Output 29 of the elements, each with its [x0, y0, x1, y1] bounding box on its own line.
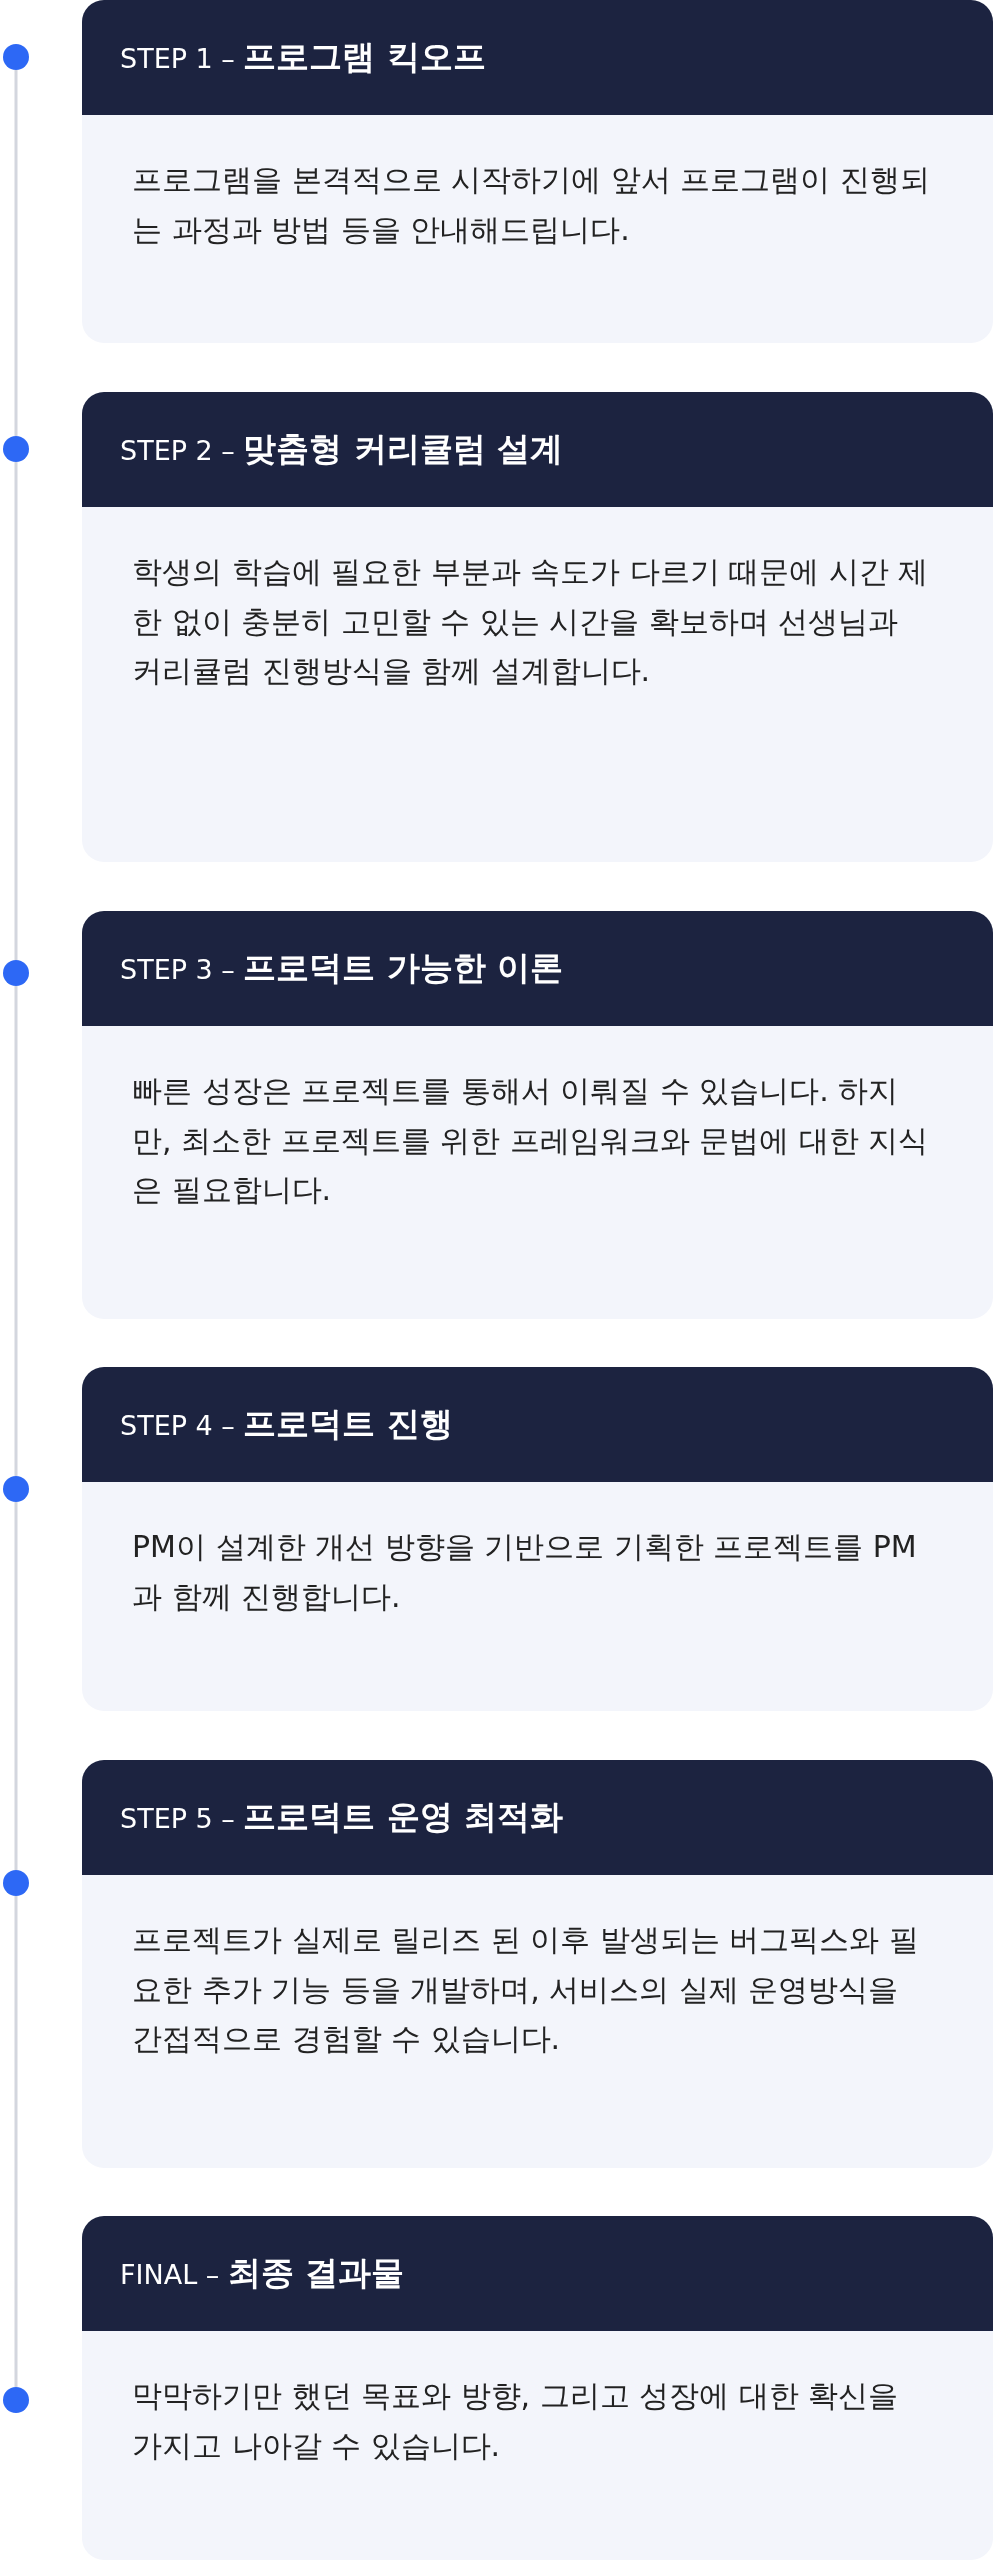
timeline-dot	[3, 960, 29, 986]
step-description: 프로그램을 본격적으로 시작하기에 앞서 프로그램이 진행되는 과정과 방법 등을 안내해드립니다.	[131, 161, 931, 249]
step-card	[82, 1760, 993, 2168]
step-description: 빠른 성장은 프로젝트를 통해서 이뤄질 수 있습니다. 하지만, 최소한 프로젝트를 위한 프레임워크와 문법에 대한 지식은 필요합니다.	[131, 1072, 930, 1209]
step-title: STEP 3 – 프로덕트 가능한 이론	[82, 911, 993, 1026]
timeline-dot	[3, 44, 29, 70]
step-description: 프로젝트가 실제로 릴리즈 된 이후 발생되는 버그픽스와 필요한 추가 기능 등을 개발하며, 서비스의 실제 운영방식을 간접적으로 경험할 수 있습니다.	[131, 1921, 920, 2058]
timeline-dot	[3, 2387, 29, 2413]
timeline-dot	[3, 1476, 29, 1502]
step-title: STEP 5 – 프로덕트 운영 최적화	[82, 1760, 993, 1875]
step-title: STEP 4 – 프로덕트 진행	[82, 1367, 993, 1482]
step-description: 막막하기만 했던 목표와 방향, 그리고 성장에 대한 확신을 가지고 나아갈 수 있습니다.	[131, 2377, 900, 2465]
step-title: STEP 1 – 프로그램 킥오프	[82, 0, 993, 115]
timeline-line	[14, 1896, 18, 2387]
timeline-line	[14, 986, 18, 1476]
step-description: PM이 설계한 개선 방향을 기반으로 기획한 프로젝트를 PM과 함께 진행합니다.	[131, 1528, 918, 1616]
step-card	[82, 911, 993, 1319]
timeline-line	[14, 1502, 18, 1870]
step-card	[82, 0, 993, 343]
timeline-dot	[3, 1870, 29, 1896]
step-title: STEP 2 – 맞춤형 커리큘럼 설계	[82, 392, 993, 507]
timeline-line	[14, 462, 18, 960]
step-card	[82, 2216, 993, 2560]
timeline-line	[14, 70, 18, 436]
step-description: 학생의 학습에 필요한 부분과 속도가 다르기 때문에 시간 제한 없이 충분히 고민할 수 있는 시간을 확보하며 선생님과 커리큘럼 진행방식을 함께 설계합니다.	[131, 553, 930, 690]
step-card	[82, 1367, 993, 1711]
timeline-dot	[3, 436, 29, 462]
step-title: FINAL – 최종 결과물	[82, 2216, 993, 2331]
step-card	[82, 392, 993, 862]
